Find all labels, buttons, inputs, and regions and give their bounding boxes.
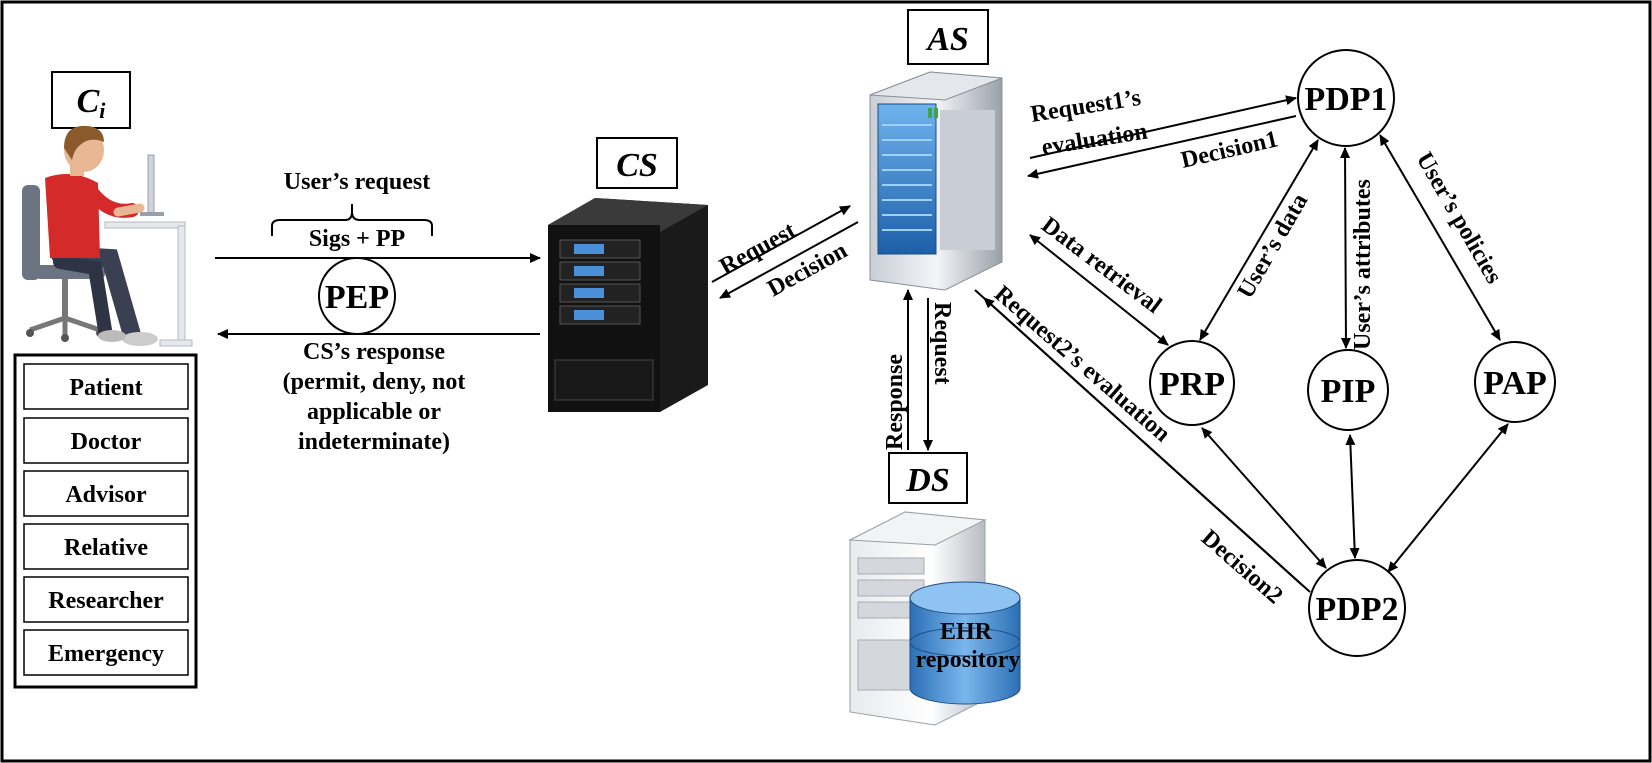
pdp1-pap-arrow: [1379, 134, 1501, 341]
cs-label: CS: [616, 147, 658, 184]
role-emergency-label: Emergency: [48, 641, 164, 667]
pep-label: PEP: [325, 279, 389, 316]
as-label-box: [907, 9, 989, 65]
pdp1-to-as-arrow: [1027, 115, 1297, 179]
users-attributes-label: User’s attributes: [1350, 179, 1376, 350]
cs-response-line4: indeterminate): [298, 429, 450, 455]
pdp2-node: [1308, 559, 1406, 657]
role-advisor-label: Advisor: [65, 482, 147, 508]
request-brace: [271, 204, 433, 236]
as-ds-response-label: Response: [882, 354, 908, 450]
cs-response-line1: CS’s response: [303, 339, 445, 365]
client-label-box: [51, 71, 131, 129]
users-policies-label: User’s policies: [1411, 148, 1507, 288]
ehr-label-line2: repository: [916, 647, 1021, 673]
data-retrieval-label: Data retrieval: [1036, 212, 1166, 319]
role-relative: [23, 523, 189, 570]
decision2-label: Decision2: [1196, 525, 1288, 609]
ehr-label-line1: EHR: [940, 619, 993, 645]
pdp1-node: [1297, 49, 1395, 147]
roles-list: Patient Doctor Advisor Relative Research…: [23, 363, 189, 676]
role-researcher: [23, 576, 189, 623]
as-prp-arrow: [1029, 234, 1169, 346]
role-doctor: [23, 417, 189, 464]
pdp2-pap-arrow: [1387, 423, 1509, 573]
role-doctor-label: Doctor: [71, 429, 142, 455]
ds-label: DS: [905, 462, 949, 499]
pdp2-prp-arrow: [1201, 427, 1327, 569]
cs-response-line2: (permit, deny, not: [283, 369, 466, 395]
role-emergency: [23, 629, 189, 676]
pap-node: [1474, 341, 1556, 423]
pdp2-label: PDP2: [1315, 591, 1398, 628]
ds-label-box: [888, 452, 968, 504]
as-to-pdp1-arrow: [1029, 95, 1297, 159]
client-label: Ci: [77, 83, 107, 123]
as-label: AS: [925, 21, 969, 58]
pdp1-label: PDP1: [1304, 81, 1387, 118]
pdp2-pip-arrow: [1345, 434, 1360, 559]
role-advisor: [23, 470, 189, 517]
users-data-label: User’s data: [1233, 189, 1314, 303]
as-server-icon: [869, 71, 1003, 291]
request1-label-line2: evaluation: [1040, 119, 1149, 161]
role-patient-label: Patient: [69, 375, 142, 401]
sigs-pp-label: Sigs + PP: [309, 226, 405, 252]
cs-label-box: [596, 137, 678, 189]
pdp1-pip-arrow: [1340, 147, 1351, 349]
role-relative-label: Relative: [64, 535, 148, 561]
ehr-database-icon: [909, 581, 1021, 705]
prp-node: [1149, 340, 1235, 426]
pdp2-to-as-arrow: [974, 289, 1303, 586]
role-researcher-label: Researcher: [48, 588, 164, 614]
role-patient: [23, 363, 189, 410]
prp-label: PRP: [1159, 366, 1225, 403]
decision1-label: Decision1: [1179, 126, 1281, 174]
cs-to-as-arrow: [711, 205, 851, 283]
pip-label: PIP: [1321, 373, 1376, 410]
user-at-computer-icon: [22, 125, 193, 347]
users-request-label: User’s request: [284, 169, 430, 195]
pip-node: [1307, 349, 1389, 431]
as-ds-request-label: Request: [929, 302, 955, 385]
pdp1-prp-arrow: [1199, 139, 1319, 341]
pap-label: PAP: [1483, 365, 1547, 402]
as-to-cs-arrow: [719, 221, 859, 299]
cs-server-icon: [548, 198, 708, 412]
cs-response-line3: applicable or: [307, 399, 441, 425]
